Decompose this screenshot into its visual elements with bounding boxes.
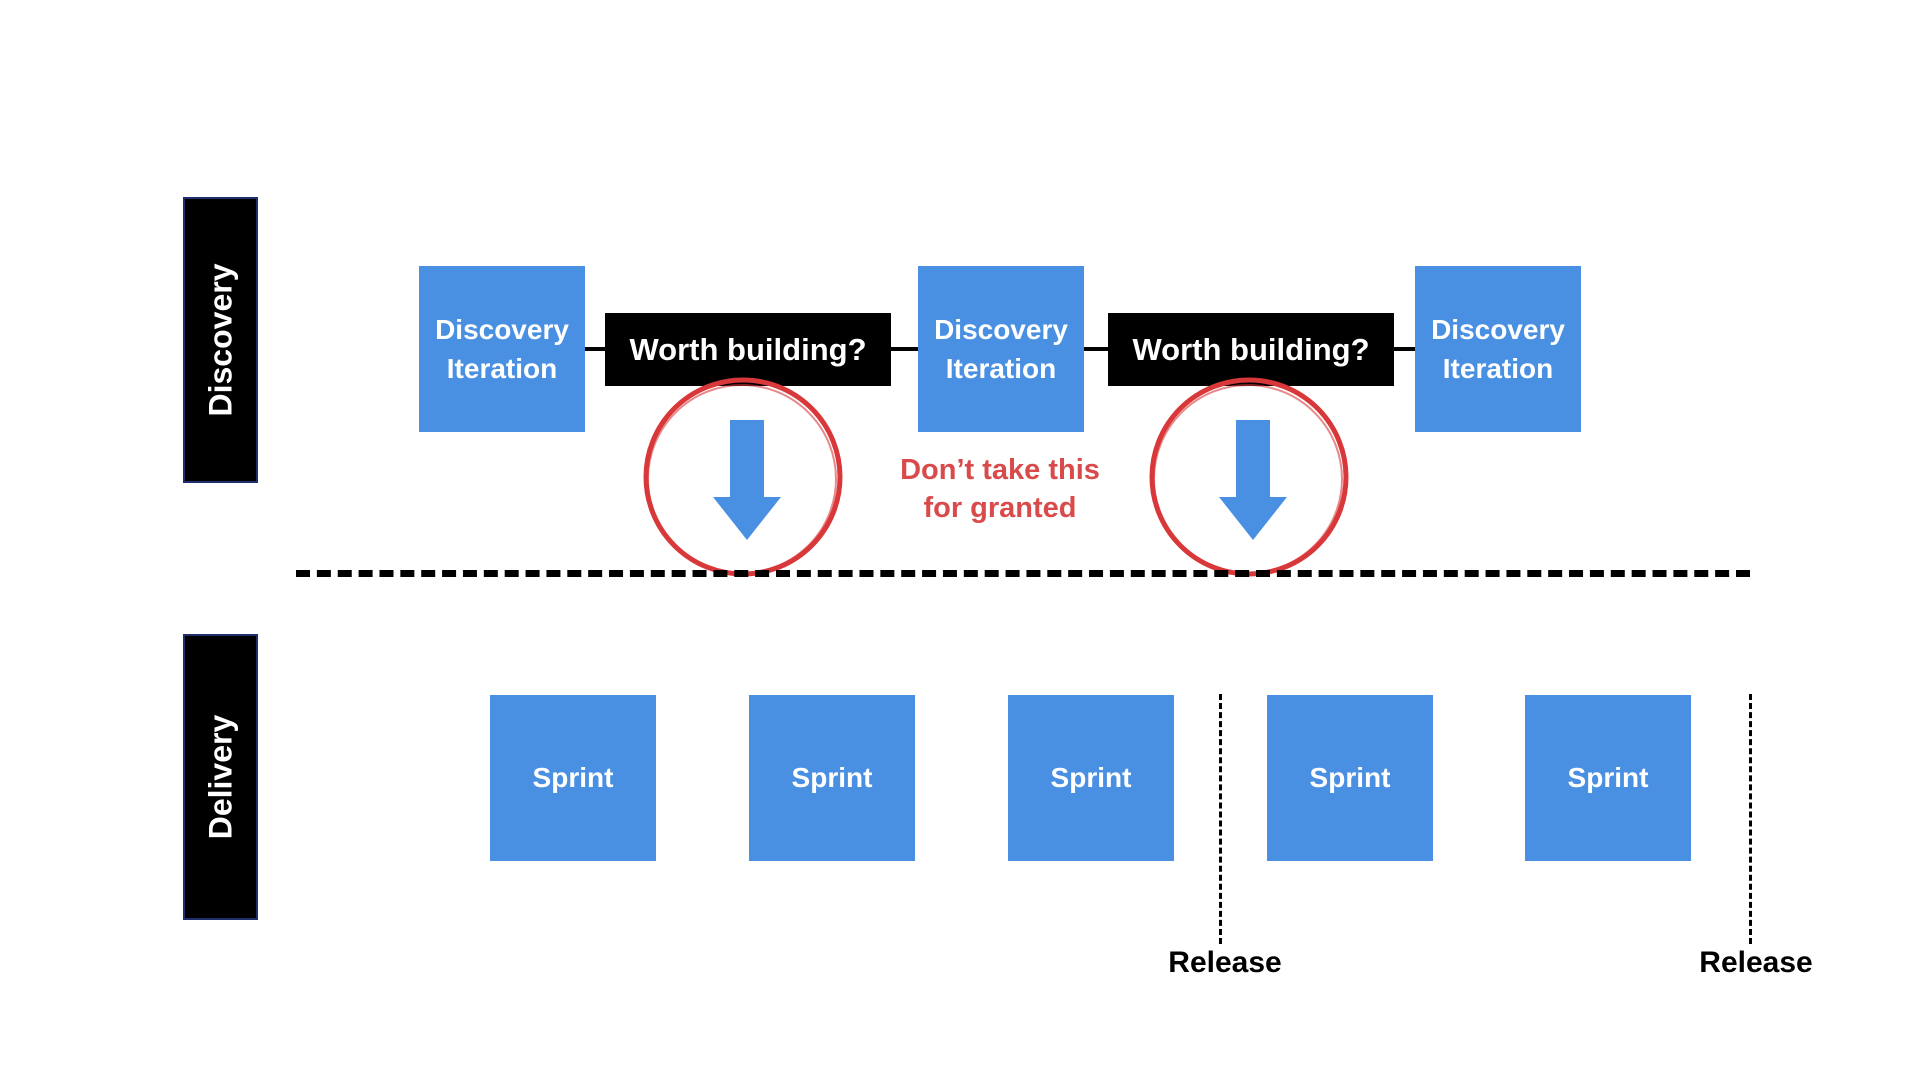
connector-line — [890, 347, 918, 351]
discovery-iteration-label: Iteration — [945, 353, 1057, 384]
discovery-iteration-label: Discovery — [934, 313, 1068, 345]
release-marker-line — [1219, 694, 1222, 944]
connector-line — [1393, 347, 1415, 351]
sprint-box: Sprint — [1525, 695, 1691, 861]
discovery-iteration-label: Discovery — [1431, 313, 1565, 345]
warning-note-line: for granted — [923, 491, 1077, 524]
release-label: Release — [1168, 946, 1282, 979]
warning-note: Don’t take this for granted — [870, 452, 1130, 527]
connector-line — [585, 347, 606, 351]
sprint-box: Sprint — [1267, 695, 1433, 861]
sprint-label: Sprint — [1309, 762, 1391, 794]
sprint-label: Sprint — [1050, 762, 1132, 794]
delivery-lane-text: Delivery — [202, 714, 238, 840]
sprint-label: Sprint — [1567, 762, 1649, 794]
discovery-iteration-box: Discovery Iteration — [419, 266, 585, 432]
worth-building-label: Worth building? — [605, 313, 891, 386]
gate-circle — [643, 377, 843, 577]
discovery-iteration-label: Iteration — [1442, 353, 1554, 384]
release-marker-line — [1749, 694, 1752, 944]
discovery-iteration-box: Discovery Iteration — [1415, 266, 1581, 432]
worth-building-text: Worth building? — [1132, 331, 1370, 367]
sprint-box: Sprint — [749, 695, 915, 861]
connector-line — [1084, 347, 1109, 351]
discovery-lane-label: Discovery — [183, 197, 258, 483]
lane-divider — [296, 570, 1750, 577]
worth-building-text: Worth building? — [629, 331, 867, 367]
down-arrow-icon — [713, 420, 781, 540]
gate-circle — [1149, 377, 1349, 577]
release-label: Release — [1699, 946, 1813, 979]
sprint-label: Sprint — [532, 762, 614, 794]
worth-building-label: Worth building? — [1108, 313, 1394, 386]
warning-note-line: Don’t take this — [900, 454, 1100, 486]
discovery-iteration-box: Discovery Iteration — [918, 266, 1084, 432]
discovery-iteration-label: Discovery — [435, 313, 569, 345]
discovery-iteration-label: Iteration — [446, 353, 558, 384]
discovery-lane-text: Discovery — [202, 263, 238, 417]
delivery-lane-label: Delivery — [183, 634, 258, 920]
down-arrow-icon — [1219, 420, 1287, 540]
sprint-label: Sprint — [791, 762, 873, 794]
sprint-box: Sprint — [490, 695, 656, 861]
sprint-box: Sprint — [1008, 695, 1174, 861]
